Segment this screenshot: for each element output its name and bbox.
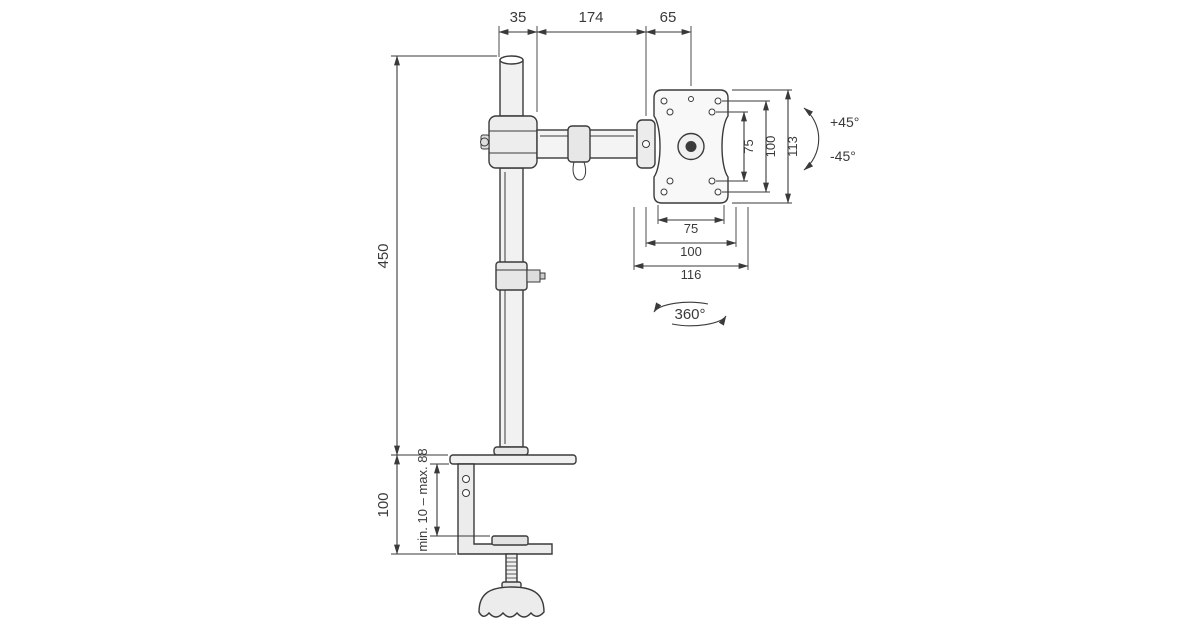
vesa-hole-inner-tr xyxy=(708,108,716,116)
dim-top-chain: 35 174 65 xyxy=(498,9,692,116)
clamp-bracket xyxy=(457,463,553,555)
vesa-center-dot xyxy=(685,141,697,152)
dim-label-100-left: 100 xyxy=(375,492,392,517)
dim-label-v100: 100 xyxy=(763,136,778,158)
clamp-screw-rod xyxy=(505,553,518,585)
arm xyxy=(536,119,656,181)
vesa-hole-inner-br xyxy=(708,177,716,185)
vesa-hole-outer-tr xyxy=(714,97,722,105)
clamp-bolt-upper xyxy=(462,475,470,483)
joint-body xyxy=(488,115,538,169)
dim-vesa-horizontal: 75 100 116 xyxy=(633,205,749,282)
dim-label-65: 65 xyxy=(660,9,677,26)
annotation-swivel: 360° xyxy=(653,301,727,327)
cable-hook xyxy=(572,161,587,181)
collar-thumbscrew-tip xyxy=(539,272,546,280)
swivel-arc-right xyxy=(671,315,727,327)
vesa-hole-inner-tl xyxy=(666,108,674,116)
dimension-annotations: 35 174 65 450 100 min. 10 – max. 88 xyxy=(375,9,859,555)
dim-vesa-vertical: 75 100 113 xyxy=(716,89,800,204)
tilt-arc-arrow xyxy=(803,107,820,171)
pole-top-cap xyxy=(499,55,524,65)
vesa-hole-outer-br xyxy=(714,188,722,196)
joint-bolt xyxy=(480,137,489,147)
desk-clamp xyxy=(449,454,577,618)
pole xyxy=(493,55,546,456)
tilt-down-label: -45° xyxy=(830,148,856,164)
dim-pole-height: 450 xyxy=(375,55,497,456)
collar-thumbscrew xyxy=(526,269,541,283)
clamp-knob xyxy=(478,586,545,618)
dim-clamp-section: 100 xyxy=(375,454,456,555)
tilt-up-label: +45° xyxy=(830,114,859,130)
arm-collar-ring xyxy=(567,125,591,163)
vesa-hole-outer-tl xyxy=(660,97,668,105)
vesa-hole-outer-bl xyxy=(660,188,668,196)
dim-label-v113: 113 xyxy=(785,136,800,157)
dim-label-35: 35 xyxy=(510,9,527,26)
annotation-tilt: +45° -45° xyxy=(803,107,859,171)
vesa-hole-inner-bl xyxy=(666,177,674,185)
screw-thread-lines xyxy=(506,557,517,579)
dim-label-450: 450 xyxy=(375,243,392,268)
dim-clamp-range: min. 10 – max. 88 xyxy=(415,448,490,552)
dim-label-v75: 75 xyxy=(741,139,756,153)
arm-pole-joint xyxy=(480,115,538,169)
dim-label-174: 174 xyxy=(578,9,603,26)
swivel-arc-left xyxy=(653,301,709,313)
pole-main xyxy=(499,167,524,448)
clamp-bolt-lower xyxy=(462,489,470,497)
clamp-top-plate xyxy=(449,454,577,465)
pole-base-disc xyxy=(493,446,529,456)
head-pivot xyxy=(642,140,650,148)
dim-label-h100: 100 xyxy=(680,244,702,259)
vesa-plate xyxy=(653,89,729,204)
swivel-label: 360° xyxy=(674,306,705,323)
mount-assembly xyxy=(449,55,729,618)
dim-label-h75: 75 xyxy=(684,221,698,236)
vesa-hole-top-center xyxy=(688,96,694,102)
pole-collar xyxy=(495,261,528,291)
dim-label-h116: 116 xyxy=(681,267,702,282)
dim-label-range: min. 10 – max. 88 xyxy=(415,448,430,551)
pole-top-cylinder xyxy=(499,59,524,117)
clamp-pad xyxy=(491,535,529,546)
